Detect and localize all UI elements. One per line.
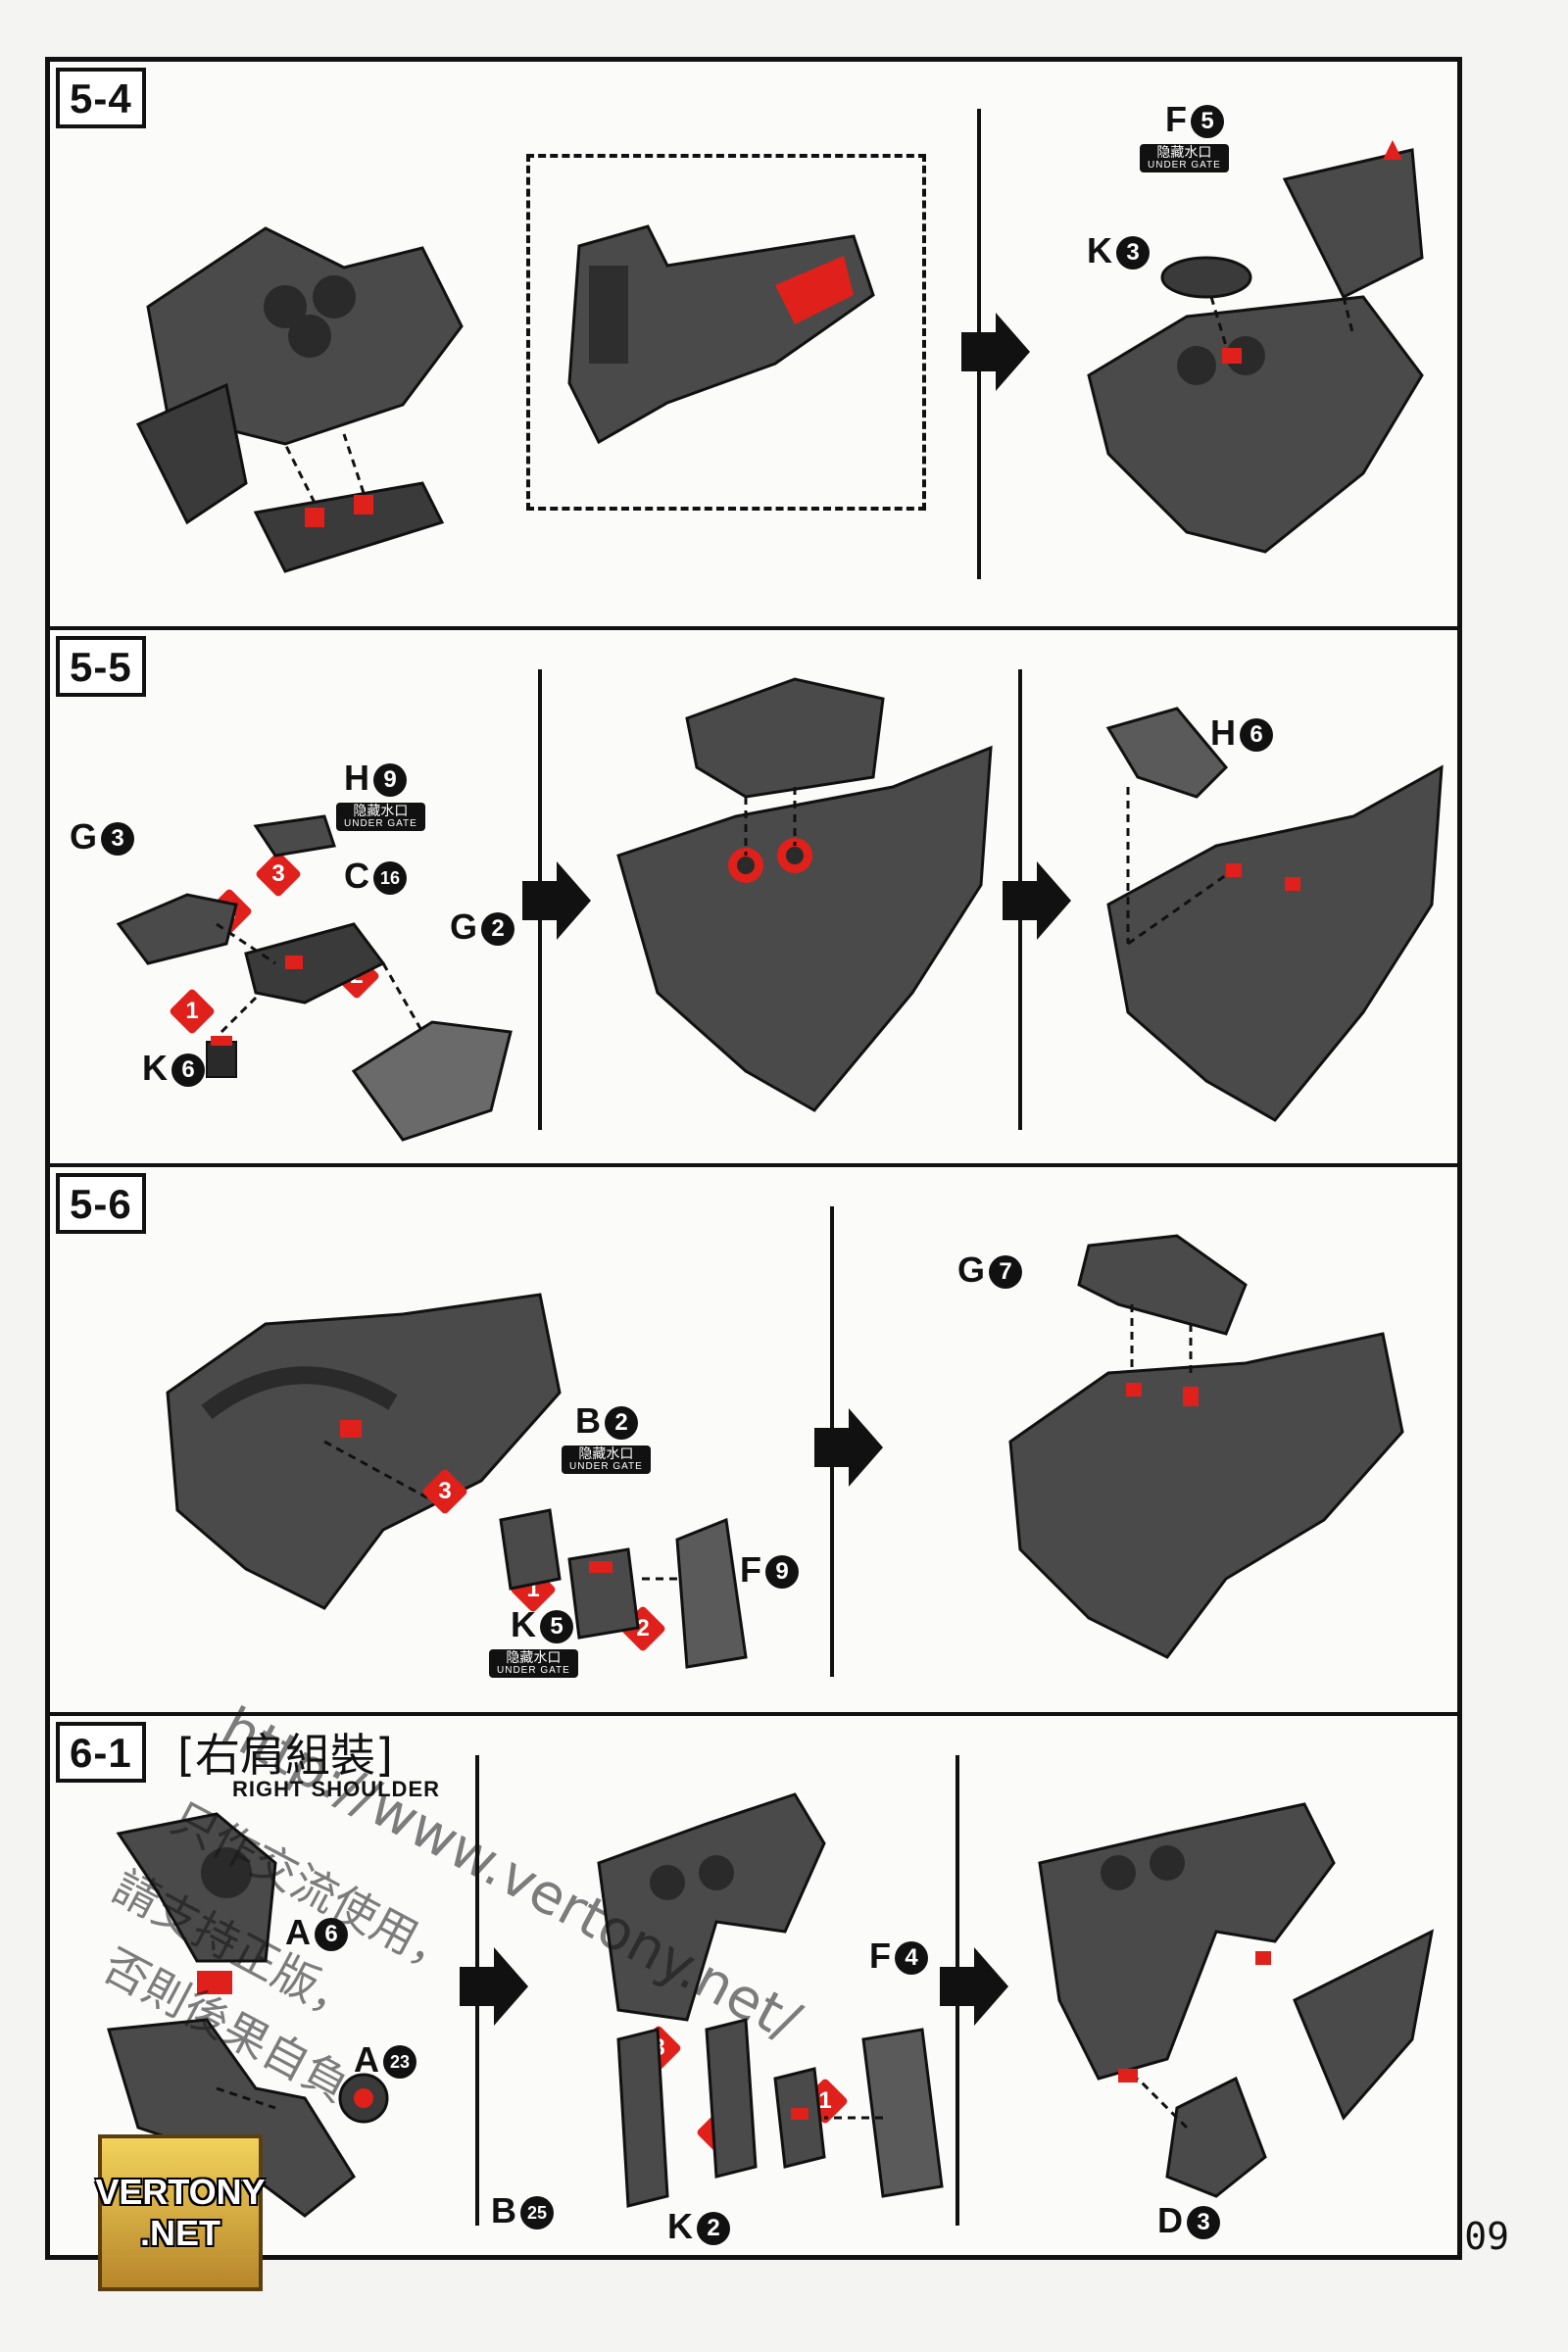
section-title-en: RIGHT SHOULDER bbox=[232, 1777, 440, 1801]
section-title-cn: [右肩組裝] bbox=[177, 1729, 393, 1782]
detail-view-box bbox=[526, 154, 926, 511]
under-gate-badge: 隐藏水口 UNDER GATE bbox=[489, 1649, 578, 1679]
ear-module-assembly-illustration bbox=[166, 1293, 562, 1610]
head-with-crest-illustration bbox=[1087, 140, 1424, 554]
step-5-5: 5-5 H9 隐藏水口 UNDER GATE G3 C16 G2 K6 1 2 … bbox=[50, 630, 1457, 1167]
shoulder-leg-parts-illustration bbox=[597, 1792, 944, 2208]
next-arrow-icon bbox=[961, 313, 1030, 391]
under-gate-badge: 隐藏水口 UNDER GATE bbox=[336, 803, 425, 832]
step-label: 6-1 bbox=[56, 1722, 146, 1783]
head-cap-attach-illustration bbox=[616, 677, 993, 1112]
under-gate-badge: 隐藏水口 UNDER GATE bbox=[562, 1446, 651, 1475]
step-label: 5-6 bbox=[56, 1173, 146, 1234]
vertony-logo: VERTONY .NET bbox=[95, 2134, 266, 2291]
page-number: 09 bbox=[1464, 2215, 1509, 2258]
side-crest-detail-illustration bbox=[567, 224, 875, 445]
next-arrow-icon bbox=[522, 861, 591, 940]
under-gate-badge: 隐藏水口 UNDER GATE bbox=[1140, 144, 1229, 173]
head-vent-attach-illustration bbox=[1105, 707, 1444, 1122]
next-arrow-icon bbox=[460, 1947, 528, 2026]
ear-small-parts-illustration bbox=[499, 1508, 748, 1669]
ear-module-parts-illustration bbox=[116, 814, 513, 1142]
step-label: 5-4 bbox=[56, 68, 146, 128]
ear-cover-attach-illustration bbox=[1008, 1234, 1404, 1659]
shoulder-armor-attach-illustration bbox=[1038, 1802, 1435, 2198]
order-mark: 3 bbox=[420, 1467, 469, 1516]
head-assembly-illustration bbox=[135, 226, 464, 573]
step-label: 5-5 bbox=[56, 636, 146, 697]
next-arrow-icon bbox=[940, 1947, 1008, 2026]
next-arrow-icon bbox=[814, 1408, 883, 1487]
next-arrow-icon bbox=[1003, 861, 1071, 940]
shoulder-frame-parts-illustration bbox=[107, 1812, 389, 2218]
